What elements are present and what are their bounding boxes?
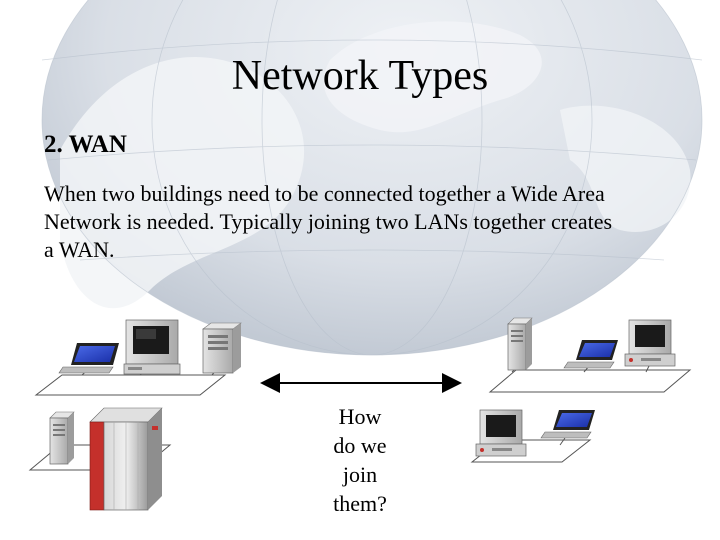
join-question: How do we join them? bbox=[320, 402, 400, 518]
question-line: do we bbox=[333, 433, 387, 458]
body-line: a WAN. bbox=[44, 237, 115, 262]
server-tower-icon bbox=[507, 317, 533, 371]
mainframe-icon bbox=[89, 407, 163, 511]
server-tower-icon bbox=[202, 322, 242, 374]
server-tower-icon bbox=[49, 411, 75, 465]
question-line: them? bbox=[333, 491, 387, 516]
desktop-computer-icon bbox=[475, 409, 527, 457]
laptop-icon bbox=[540, 410, 595, 439]
section-heading: 2. WAN bbox=[44, 131, 127, 158]
desktop-computer-icon bbox=[624, 319, 676, 367]
body-line: When two buildings need to be connected … bbox=[44, 181, 605, 206]
laptop-icon bbox=[58, 343, 119, 374]
body-paragraph: When two buildings need to be connected … bbox=[44, 180, 694, 264]
question-line: join bbox=[342, 462, 378, 487]
laptop-icon bbox=[563, 340, 618, 369]
slide-title: Network Types bbox=[231, 53, 489, 99]
question-line: How bbox=[338, 404, 382, 429]
body-line: Network is needed. Typically joining two… bbox=[44, 209, 613, 234]
desktop-computer-icon bbox=[123, 319, 181, 375]
